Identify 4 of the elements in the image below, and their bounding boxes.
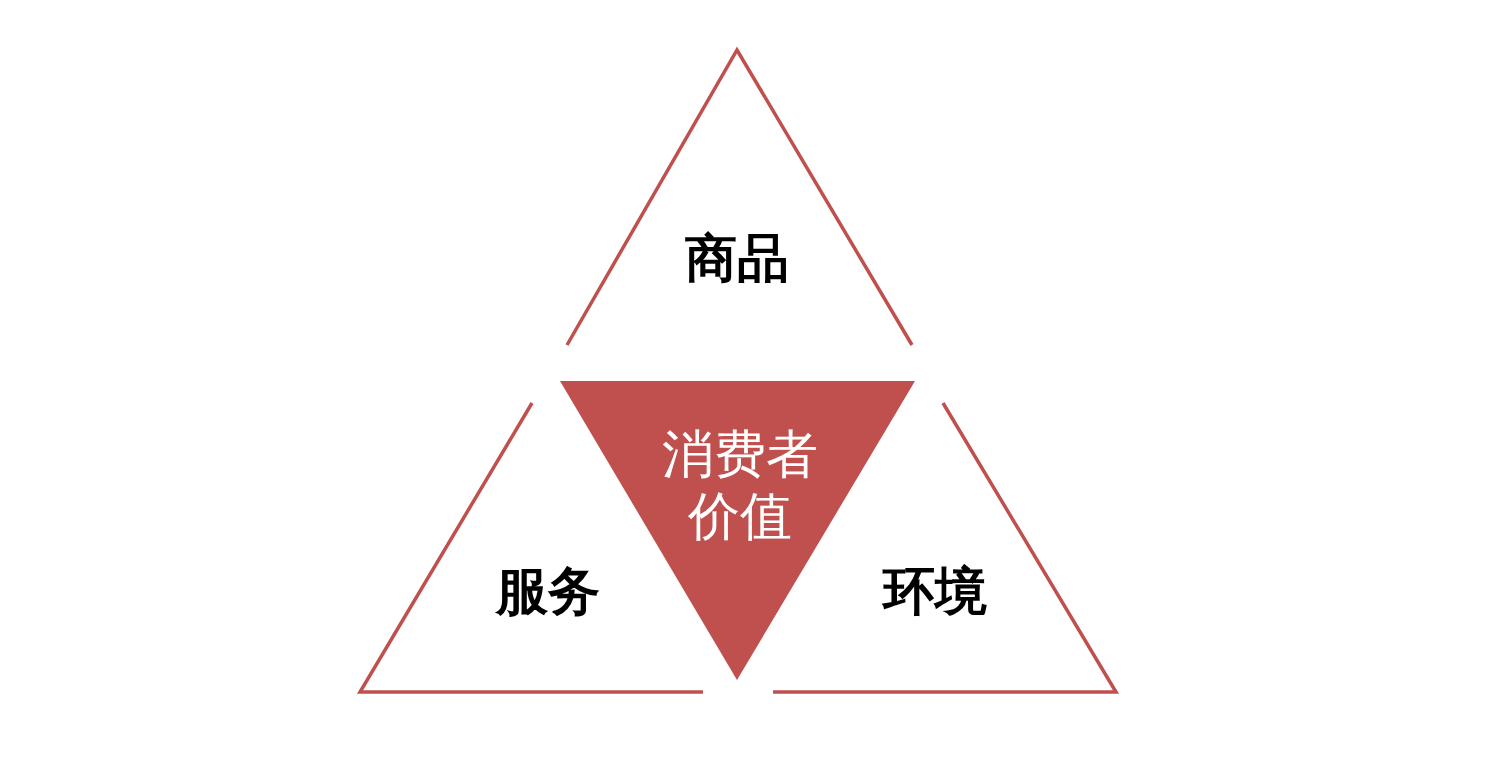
node-label: 环境 — [883, 559, 987, 623]
node-label: 消费者价值 — [661, 422, 819, 548]
node-label: 商品 — [685, 226, 789, 290]
node-label: 服务 — [496, 559, 600, 623]
